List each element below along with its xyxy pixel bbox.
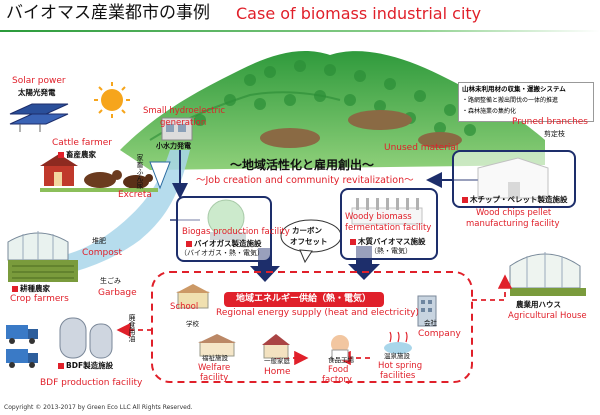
food-label-en-2: factory — [322, 375, 352, 385]
forest-line-1: ・路網整備と搬出間伐の一体的推進 — [462, 97, 559, 104]
home-icon — [262, 334, 290, 359]
energy-supply-loop — [151, 271, 473, 383]
cattle-farm-icon — [40, 154, 158, 192]
greenhouse-label-en: Agricultural House — [508, 311, 587, 321]
compost-label-en: Compost — [82, 248, 122, 258]
woody-label-en-2: fermentation facility — [345, 223, 432, 233]
carbon-offset-label-1: カーボン — [292, 226, 322, 235]
solar-panel-icon — [9, 103, 69, 132]
chip-label-jp: 木チップ・ペレット製造施設 — [470, 195, 568, 204]
hydro-plant-icon — [161, 117, 193, 141]
woody-label-jp: 木質バイオマス施設 — [358, 237, 426, 246]
home-label-en: Home — [264, 367, 291, 377]
hot-spring-icon — [384, 331, 412, 354]
excreta-label-en: Excreta — [118, 190, 152, 200]
log-piles-icon — [260, 110, 462, 148]
unused-label-en: Unused material — [384, 143, 459, 153]
crop-farm-icon — [7, 231, 78, 282]
school-icon — [176, 284, 210, 309]
bdf-label-en: BDF production facility — [40, 378, 143, 388]
school-label-jp: 学校 — [186, 320, 199, 328]
hotspring-label-en-1: Hot spring — [378, 361, 423, 371]
title-underline — [0, 30, 600, 32]
title-english: Case of biomass industrial city — [236, 4, 482, 23]
food-label-jp: 食品工場 — [328, 356, 354, 364]
biogas-label-sub: （バイオガス・熱・電気） — [180, 249, 264, 257]
school-label-en: School — [170, 302, 199, 312]
garbage-label-jp: 生ごみ — [100, 277, 121, 285]
energy-supply-banner — [224, 292, 384, 307]
revitalization-label-en: ～Job creation and community revitalizati… — [196, 175, 414, 186]
home-label-jp: 一般家庭 — [264, 357, 290, 365]
greenhouse-label-jp: 農業用ハウス — [516, 300, 561, 309]
company-label-jp: 会社 — [424, 319, 437, 327]
chip-label-en-2: manufacturing facility — [466, 219, 560, 229]
carbon-offset-bubble — [280, 219, 342, 253]
carbon-offset-label-2: オフセット — [290, 237, 328, 246]
food-label-en-1: Food — [328, 365, 349, 375]
forest-title: 山林未利用材の収集・運搬システム — [462, 85, 566, 93]
company-icon — [417, 295, 437, 327]
crop-label-jp: 耕種農家 — [20, 284, 50, 293]
waste-oil-label-jp: 廃食用油 — [128, 314, 136, 342]
revitalization-label-jp: ～地域活性化と雇用創出～ — [230, 158, 375, 172]
welfare-label-jp: 福祉施設 — [202, 354, 228, 362]
forest-collection-box — [458, 82, 594, 122]
copyright-notice: Copyright © 2013-2017 by Green Eco LLC A… — [4, 404, 193, 411]
solar-label-en: Solar power — [12, 76, 66, 86]
cattle-label-en: Cattle farmer — [52, 138, 112, 148]
manure-label-jp: 家畜ふん尿 — [136, 154, 144, 189]
company-label-en: Company — [418, 329, 461, 339]
pruned-label-en: Pruned branches — [512, 117, 588, 127]
forest-trees — [194, 60, 476, 136]
energy-label-jp: 地域エネルギー供給（熱・電気） — [236, 294, 372, 304]
bdf-tank-icon — [59, 317, 113, 359]
cattle-label-jp: 畜産農家 — [66, 150, 96, 159]
welfare-facility-icon — [198, 334, 236, 357]
hydro-label-en-2: generation — [160, 118, 207, 128]
hotspring-label-en-2: facilities — [380, 371, 416, 381]
biogas-facility-box — [176, 196, 272, 262]
arrow-biogas-to-energy — [250, 248, 280, 282]
welfare-label-en-1: Welfare — [198, 363, 231, 373]
bdf-label-jp: BDF製造施設 — [66, 361, 114, 370]
woody-label-sub: （熱・電気） — [370, 247, 412, 255]
title-japanese: バイオマス産業都市の事例 — [6, 3, 210, 23]
chip-facility-box — [452, 150, 576, 208]
food-factory-icon — [331, 335, 349, 361]
biogas-label-jp: バイオガス製造施設 — [194, 239, 262, 248]
woody-facility-box — [340, 188, 438, 260]
biogas-label-en: Biogas production facility — [182, 227, 290, 237]
sun-icon — [94, 82, 130, 118]
hydro-label-en-1: Small hydroelectric — [143, 106, 225, 116]
hydro-label-jp: 小水力発電 — [156, 142, 191, 150]
truck-icon — [6, 325, 38, 368]
woody-label-en-1: Woody biomass — [345, 212, 412, 222]
solar-label-jp: 太陽光発電 — [18, 88, 56, 97]
compost-label-jp: 堆肥 — [92, 237, 106, 245]
chip-label-en-1: Wood chips pellet — [476, 208, 552, 218]
forest-line-2: ・森林施業の集約化 — [462, 108, 517, 115]
hotspring-label-jp: 温泉施設 — [384, 352, 410, 360]
pruned-label-jp: 剪定枝 — [544, 130, 565, 138]
greenhouse-icon — [509, 252, 586, 296]
welfare-label-en-2: facility — [200, 373, 229, 383]
energy-label-en: Regional energy supply (heat and electri… — [216, 308, 419, 318]
garbage-label-en: Garbage — [98, 288, 137, 298]
waterfall-arrow — [149, 161, 171, 190]
crop-label-en: Crop farmers — [10, 294, 69, 304]
